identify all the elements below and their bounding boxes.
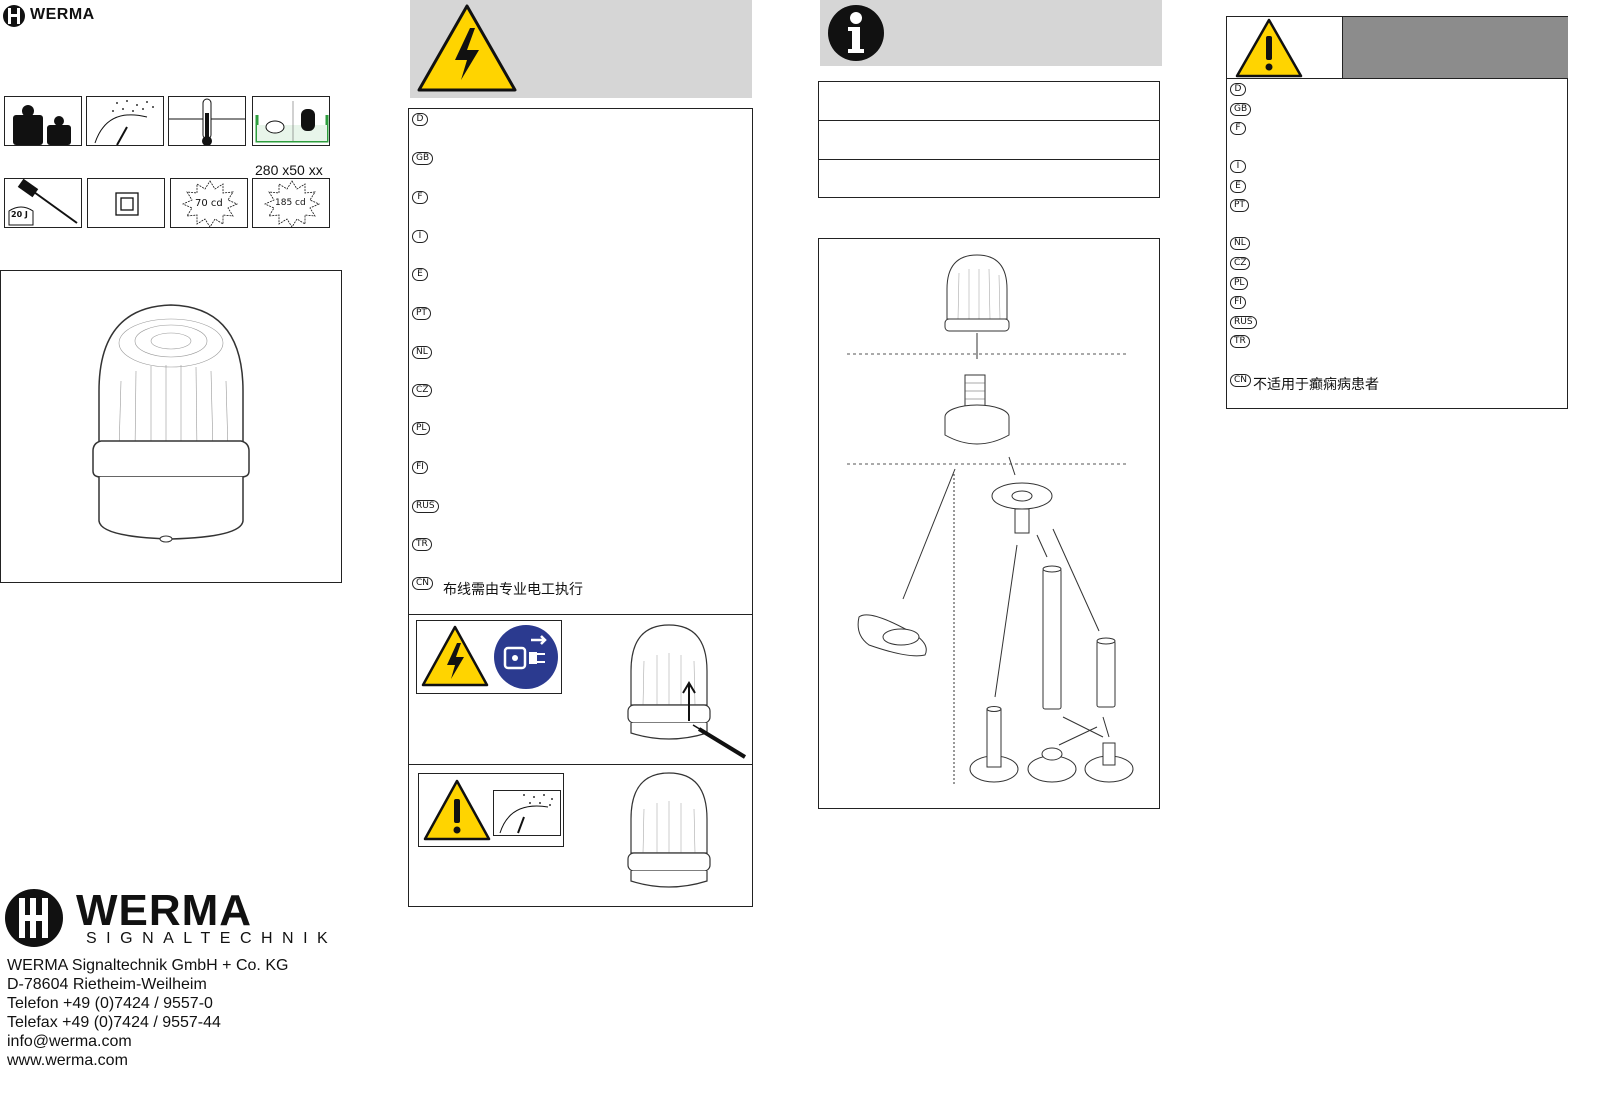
closed-housing-illustration: [627, 772, 711, 888]
logo-tagline: SIGNALTECHNIK: [86, 930, 338, 947]
high-voltage-warning-icon: [417, 4, 517, 92]
language-badge-nl: NL: [1230, 237, 1250, 250]
language-badge-f: F: [1230, 122, 1246, 135]
language-badge-tr: TR: [1230, 335, 1250, 348]
disconnect-power-panel: [416, 620, 562, 694]
unplug-mandatory-icon: [494, 625, 558, 689]
language-badge-pl: PL: [412, 422, 431, 435]
luminous-intensity-185-icon: 185 cd: [252, 178, 330, 228]
info-header: [820, 0, 1162, 66]
language-badge-i: I: [1230, 160, 1246, 173]
werma-emblem-icon: [5, 889, 63, 947]
language-badge-d: D: [1230, 83, 1246, 96]
open-housing-illustration: [627, 624, 747, 759]
language-badge-pl: PL: [1230, 277, 1249, 290]
language-badge-nl: NL: [412, 346, 432, 359]
rain-protection-icon: [86, 96, 164, 146]
language-badge-gb: GB: [412, 152, 434, 165]
language-badge-rus: RUS: [1230, 316, 1257, 329]
language-badge-cz: CZ: [412, 384, 433, 397]
weights-icon: [4, 96, 82, 146]
high-voltage-small-icon: [421, 625, 489, 687]
mounting-diagram: [818, 238, 1160, 809]
rain-caution-panel: [418, 773, 564, 847]
rain-protection-small-icon: [493, 790, 561, 836]
language-badge-f: F: [412, 191, 428, 204]
contact-company: WERMA Signaltechnik GmbH + Co. KG: [7, 957, 289, 974]
immersion-icon: [252, 96, 330, 146]
contact-address: D-78604 Rietheim-Weilheim: [7, 976, 207, 993]
product-illustration: [0, 270, 342, 583]
werma-logo-icon: [3, 5, 25, 27]
language-badge-cz: CZ: [1230, 257, 1251, 270]
impact-label: 20 J: [11, 210, 28, 219]
language-badge-d: D: [412, 113, 428, 126]
cd-70-label: 70 cd: [195, 198, 223, 209]
language-badge-e: E: [412, 268, 428, 281]
small-logo-text: WERMA: [30, 6, 95, 23]
language-badge-pt: PT: [1230, 199, 1249, 212]
general-warning-icon: [423, 779, 491, 841]
language-badge-rus: RUS: [412, 500, 439, 513]
language-badge-i: I: [412, 230, 428, 243]
electrical-warning-header: [410, 0, 752, 98]
info-table: [818, 81, 1160, 198]
electrical-warning-cn-text: 布线需由专业电工执行: [443, 582, 583, 598]
impact-resistance-icon: 20 J: [4, 178, 82, 228]
contact-fax: Telefax +49 (0)7424 / 9557-44: [7, 1014, 221, 1031]
contact-phone: Telefon +49 (0)7424 / 9557-0: [7, 995, 213, 1012]
contact-web: www.werma.com: [7, 1052, 128, 1069]
language-badge-fi: FI: [412, 461, 428, 474]
language-badge-gb: GB: [1230, 103, 1252, 116]
information-icon: [828, 5, 884, 61]
big-logo-text: WERMA: [76, 886, 253, 935]
language-badge-cn: CN: [412, 577, 434, 590]
epilepsy-warning-dark-header: [1342, 17, 1568, 78]
general-warning-icon: [1235, 18, 1303, 78]
language-badge-tr: TR: [412, 538, 432, 551]
protection-class-icon: [87, 178, 165, 228]
epilepsy-warning-cn-text: 不适用于癫痫病患者: [1253, 377, 1379, 393]
language-badge-pt: PT: [412, 307, 431, 320]
language-badge-fi: FI: [1230, 296, 1246, 309]
cd-185-label: 185 cd: [275, 198, 306, 208]
thermometer-icon: [168, 96, 246, 146]
contact-email: info@werma.com: [7, 1033, 132, 1050]
luminous-intensity-70-icon: 70 cd: [170, 178, 248, 228]
language-badge-cn: CN: [1230, 374, 1252, 387]
language-badge-e: E: [1230, 180, 1246, 193]
werma-logo: WERMA SIGNALTECHNIK: [4, 886, 338, 952]
part-number: 280 x50 xx: [255, 162, 323, 178]
small-werma-logo: WERMA: [2, 4, 127, 28]
